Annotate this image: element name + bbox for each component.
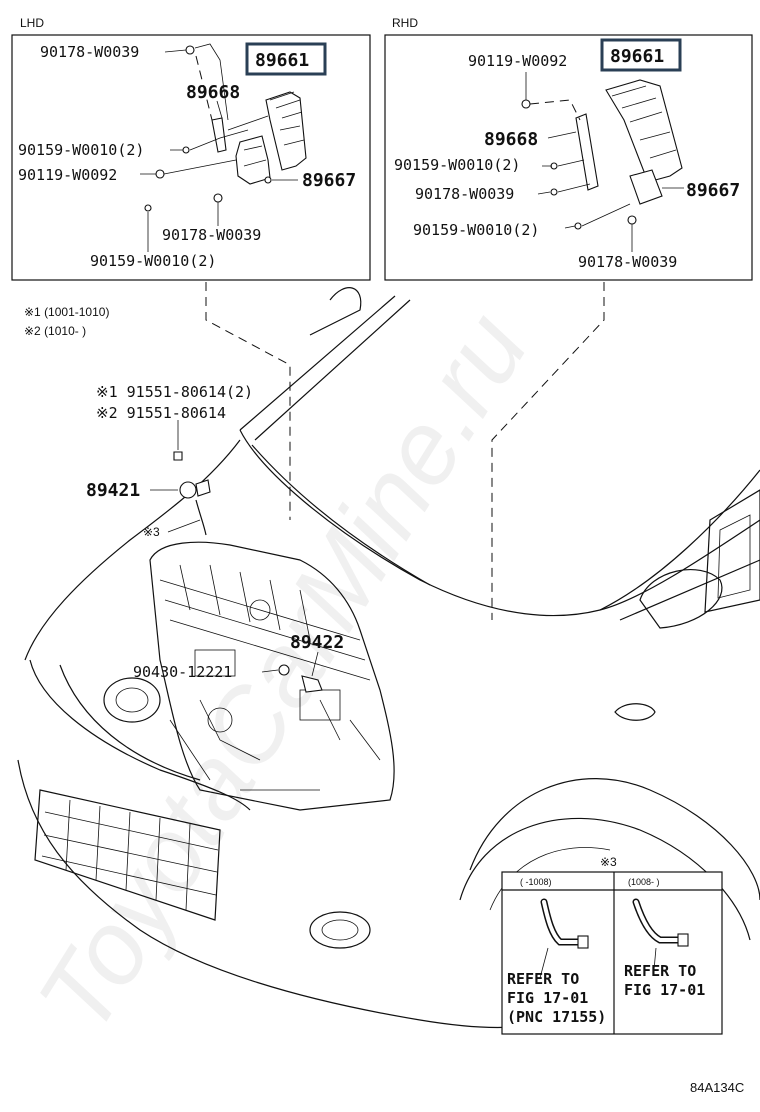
lhd-label-90119: 90119-W0092 <box>18 166 117 184</box>
sensor-89421 <box>179 479 211 499</box>
hose-mark3 <box>195 499 207 536</box>
rhd-connector <box>491 282 605 620</box>
lhd-bracket-89667 <box>235 135 271 185</box>
rhd-highlight-89661 <box>600 38 682 72</box>
gasket-90430 <box>278 664 290 676</box>
rhd-panel: RHD 89661 90119-W0092 89668 90159-W0010(… <box>384 16 753 281</box>
inset-col2-header: (1008- ) <box>628 877 660 887</box>
lhd-label-90159-b: 90159-W0010(2) <box>90 252 216 270</box>
label-89421: 89421 <box>86 480 140 501</box>
rhd-label-90119: 90119-W0092 <box>468 52 567 70</box>
rhd-frame <box>384 34 753 281</box>
figure-code: 84A134C <box>690 1080 744 1095</box>
lhd-frame <box>11 34 371 281</box>
rhd-bolt-90178-b <box>627 215 637 225</box>
rhd-title: RHD <box>392 16 418 30</box>
main-callouts: ※1 91551-80614(2) ※2 91551-80614 89421 ※… <box>86 383 344 693</box>
note-1: ※1 (1001-1010) <box>24 305 109 319</box>
label-91551-1: ※1 91551-80614(2) <box>96 383 253 401</box>
inset-col2-ref-1: REFER TO <box>624 962 696 980</box>
rhd-label-89668: 89668 <box>484 129 538 150</box>
lhd-bolt-90119 <box>155 169 165 179</box>
lhd-bracket-89668 <box>211 117 227 153</box>
inset-frame <box>501 871 723 1035</box>
bolt-91551 <box>173 451 183 461</box>
lhd-bolt-90178-bot <box>213 193 223 203</box>
rhd-bolt-90119 <box>521 99 531 109</box>
rhd-label-89661: 89661 <box>610 46 664 67</box>
note-2: ※2 (1010- ) <box>24 324 86 338</box>
lhd-bolt-90178-top <box>185 45 195 55</box>
sensor-89422 <box>301 675 323 693</box>
label-mark3: ※3 <box>143 525 160 539</box>
rhd-bracket-89667 <box>629 169 663 205</box>
rhd-label-90178-b: 90178-W0039 <box>578 253 677 271</box>
rhd-label-89667: 89667 <box>686 180 740 201</box>
lhd-label-89667: 89667 <box>302 170 356 191</box>
rhd-label-90178-a: 90178-W0039 <box>415 185 514 203</box>
lhd-label-89661: 89661 <box>255 50 309 71</box>
inset-col1-ref-1: REFER TO <box>507 970 579 988</box>
lhd-label-90159-a: 90159-W0010(2) <box>18 141 144 159</box>
rhd-label-90159-b: 90159-W0010(2) <box>413 221 539 239</box>
rhd-bracket-89668 <box>575 113 599 191</box>
lhd-label-89668: 89668 <box>186 82 240 103</box>
lhd-ecu-89661 <box>265 91 307 171</box>
lhd-highlight-89661 <box>245 42 327 76</box>
lhd-bolt-90159-a <box>182 146 190 154</box>
lhd-bolt-89667 <box>264 176 272 184</box>
lhd-connector <box>205 282 291 520</box>
car-outline <box>17 287 760 1029</box>
inset-col2-ref-2: FIG 17-01 <box>624 981 705 999</box>
lhd-label-90178-bot: 90178-W0039 <box>162 226 261 244</box>
lhd-panel: LHD 89661 90178 <box>11 16 371 281</box>
lhd-bolt-90159-b <box>144 204 152 212</box>
rhd-label-90159-a: 90159-W0010(2) <box>394 156 520 174</box>
rhd-bolt-90178-a <box>550 188 558 196</box>
lhd-title: LHD <box>20 16 44 30</box>
rhd-ecu-89661 <box>605 79 683 183</box>
label-90430: 90430-12221 <box>133 663 232 681</box>
inset-col1-ref-3: (PNC 17155) <box>507 1008 606 1026</box>
inset-mark3: ※3 ( -1008) (1008- ) REFER TO FIG 17-01 … <box>501 855 723 1035</box>
inset-col1-header: ( -1008) <box>520 877 552 887</box>
label-89422: 89422 <box>290 632 344 653</box>
inset-mark: ※3 <box>600 855 617 869</box>
rhd-bolt-90159-b <box>574 222 582 230</box>
engine-assembly <box>149 541 395 811</box>
lhd-label-90178-top: 90178-W0039 <box>40 43 139 61</box>
inset-col1-ref-2: FIG 17-01 <box>507 989 588 1007</box>
label-91551-2: ※2 91551-80614 <box>96 404 226 422</box>
